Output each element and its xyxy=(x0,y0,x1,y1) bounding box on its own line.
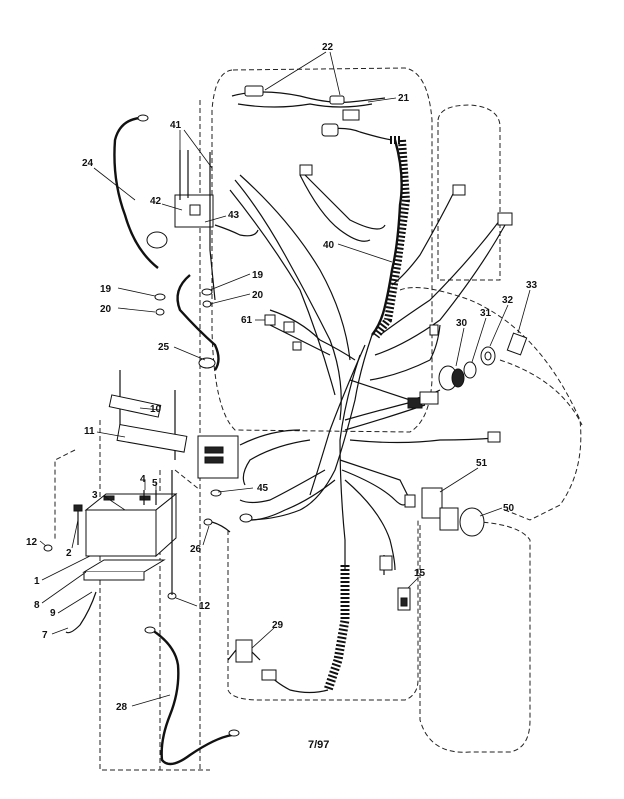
callout-9: 9 xyxy=(50,608,56,619)
cable-28 xyxy=(144,626,240,766)
callout-19-left: 19 xyxy=(100,284,112,295)
callout-4: 4 xyxy=(140,474,146,485)
callout-31: 31 xyxy=(480,308,492,319)
callout-21: 21 xyxy=(398,93,410,104)
harness-top-connector xyxy=(231,85,386,121)
headlight-assembly xyxy=(421,487,485,537)
callout-12-left: 12 xyxy=(26,537,38,548)
callout-7: 7 xyxy=(42,630,48,641)
ignition-switch-parts xyxy=(438,332,528,391)
bracket-29 xyxy=(227,639,261,663)
lower-coil-harness xyxy=(261,555,393,694)
callout-15: 15 xyxy=(414,568,426,579)
callout-43: 43 xyxy=(228,210,240,221)
bolt-26 xyxy=(203,518,231,533)
callout-40: 40 xyxy=(323,240,335,251)
coiled-harness-40 xyxy=(321,123,411,339)
date-code: 7/97 xyxy=(308,739,329,751)
callout-28: 28 xyxy=(116,702,128,713)
callout-22: 22 xyxy=(322,42,334,53)
dash-panel-45 xyxy=(197,435,253,523)
callout-41: 41 xyxy=(170,120,182,131)
callout-12-right: 12 xyxy=(199,601,211,612)
tractor-outline xyxy=(54,67,583,771)
callout-8: 8 xyxy=(34,600,40,611)
callout-61: 61 xyxy=(241,315,253,326)
callout-26: 26 xyxy=(190,544,202,555)
callout-42: 42 xyxy=(150,196,162,207)
callout-24: 24 xyxy=(82,158,94,169)
callout-2: 2 xyxy=(66,548,72,559)
bolts-19-20 xyxy=(154,288,213,316)
callout-3: 3 xyxy=(92,490,98,501)
callout-45: 45 xyxy=(257,483,269,494)
callout-5: 5 xyxy=(152,478,158,489)
leader-lines xyxy=(39,51,531,707)
callout-30: 30 xyxy=(456,318,468,329)
switch-15 xyxy=(397,587,411,611)
callout-50: 50 xyxy=(503,503,515,514)
callout-20-right: 20 xyxy=(252,290,264,301)
callout-32: 32 xyxy=(502,295,514,306)
callout-10: 10 xyxy=(150,404,162,415)
callout-20-left: 20 xyxy=(100,304,112,315)
ground-wire-24 xyxy=(113,114,168,269)
solenoid-bracket xyxy=(174,150,259,301)
callout-29: 29 xyxy=(272,620,284,631)
battery-assembly xyxy=(43,370,188,634)
callout-1: 1 xyxy=(34,576,40,587)
callout-19-right: 19 xyxy=(252,270,264,281)
harness-connectors xyxy=(264,164,513,508)
callout-11: 11 xyxy=(84,426,95,437)
callout-51: 51 xyxy=(476,458,488,469)
cable-25 xyxy=(176,274,220,371)
callout-25: 25 xyxy=(158,342,170,353)
callout-33: 33 xyxy=(526,280,538,291)
callout-labels: 22 21 24 41 42 43 40 19 20 19 20 61 25 3… xyxy=(26,42,538,713)
